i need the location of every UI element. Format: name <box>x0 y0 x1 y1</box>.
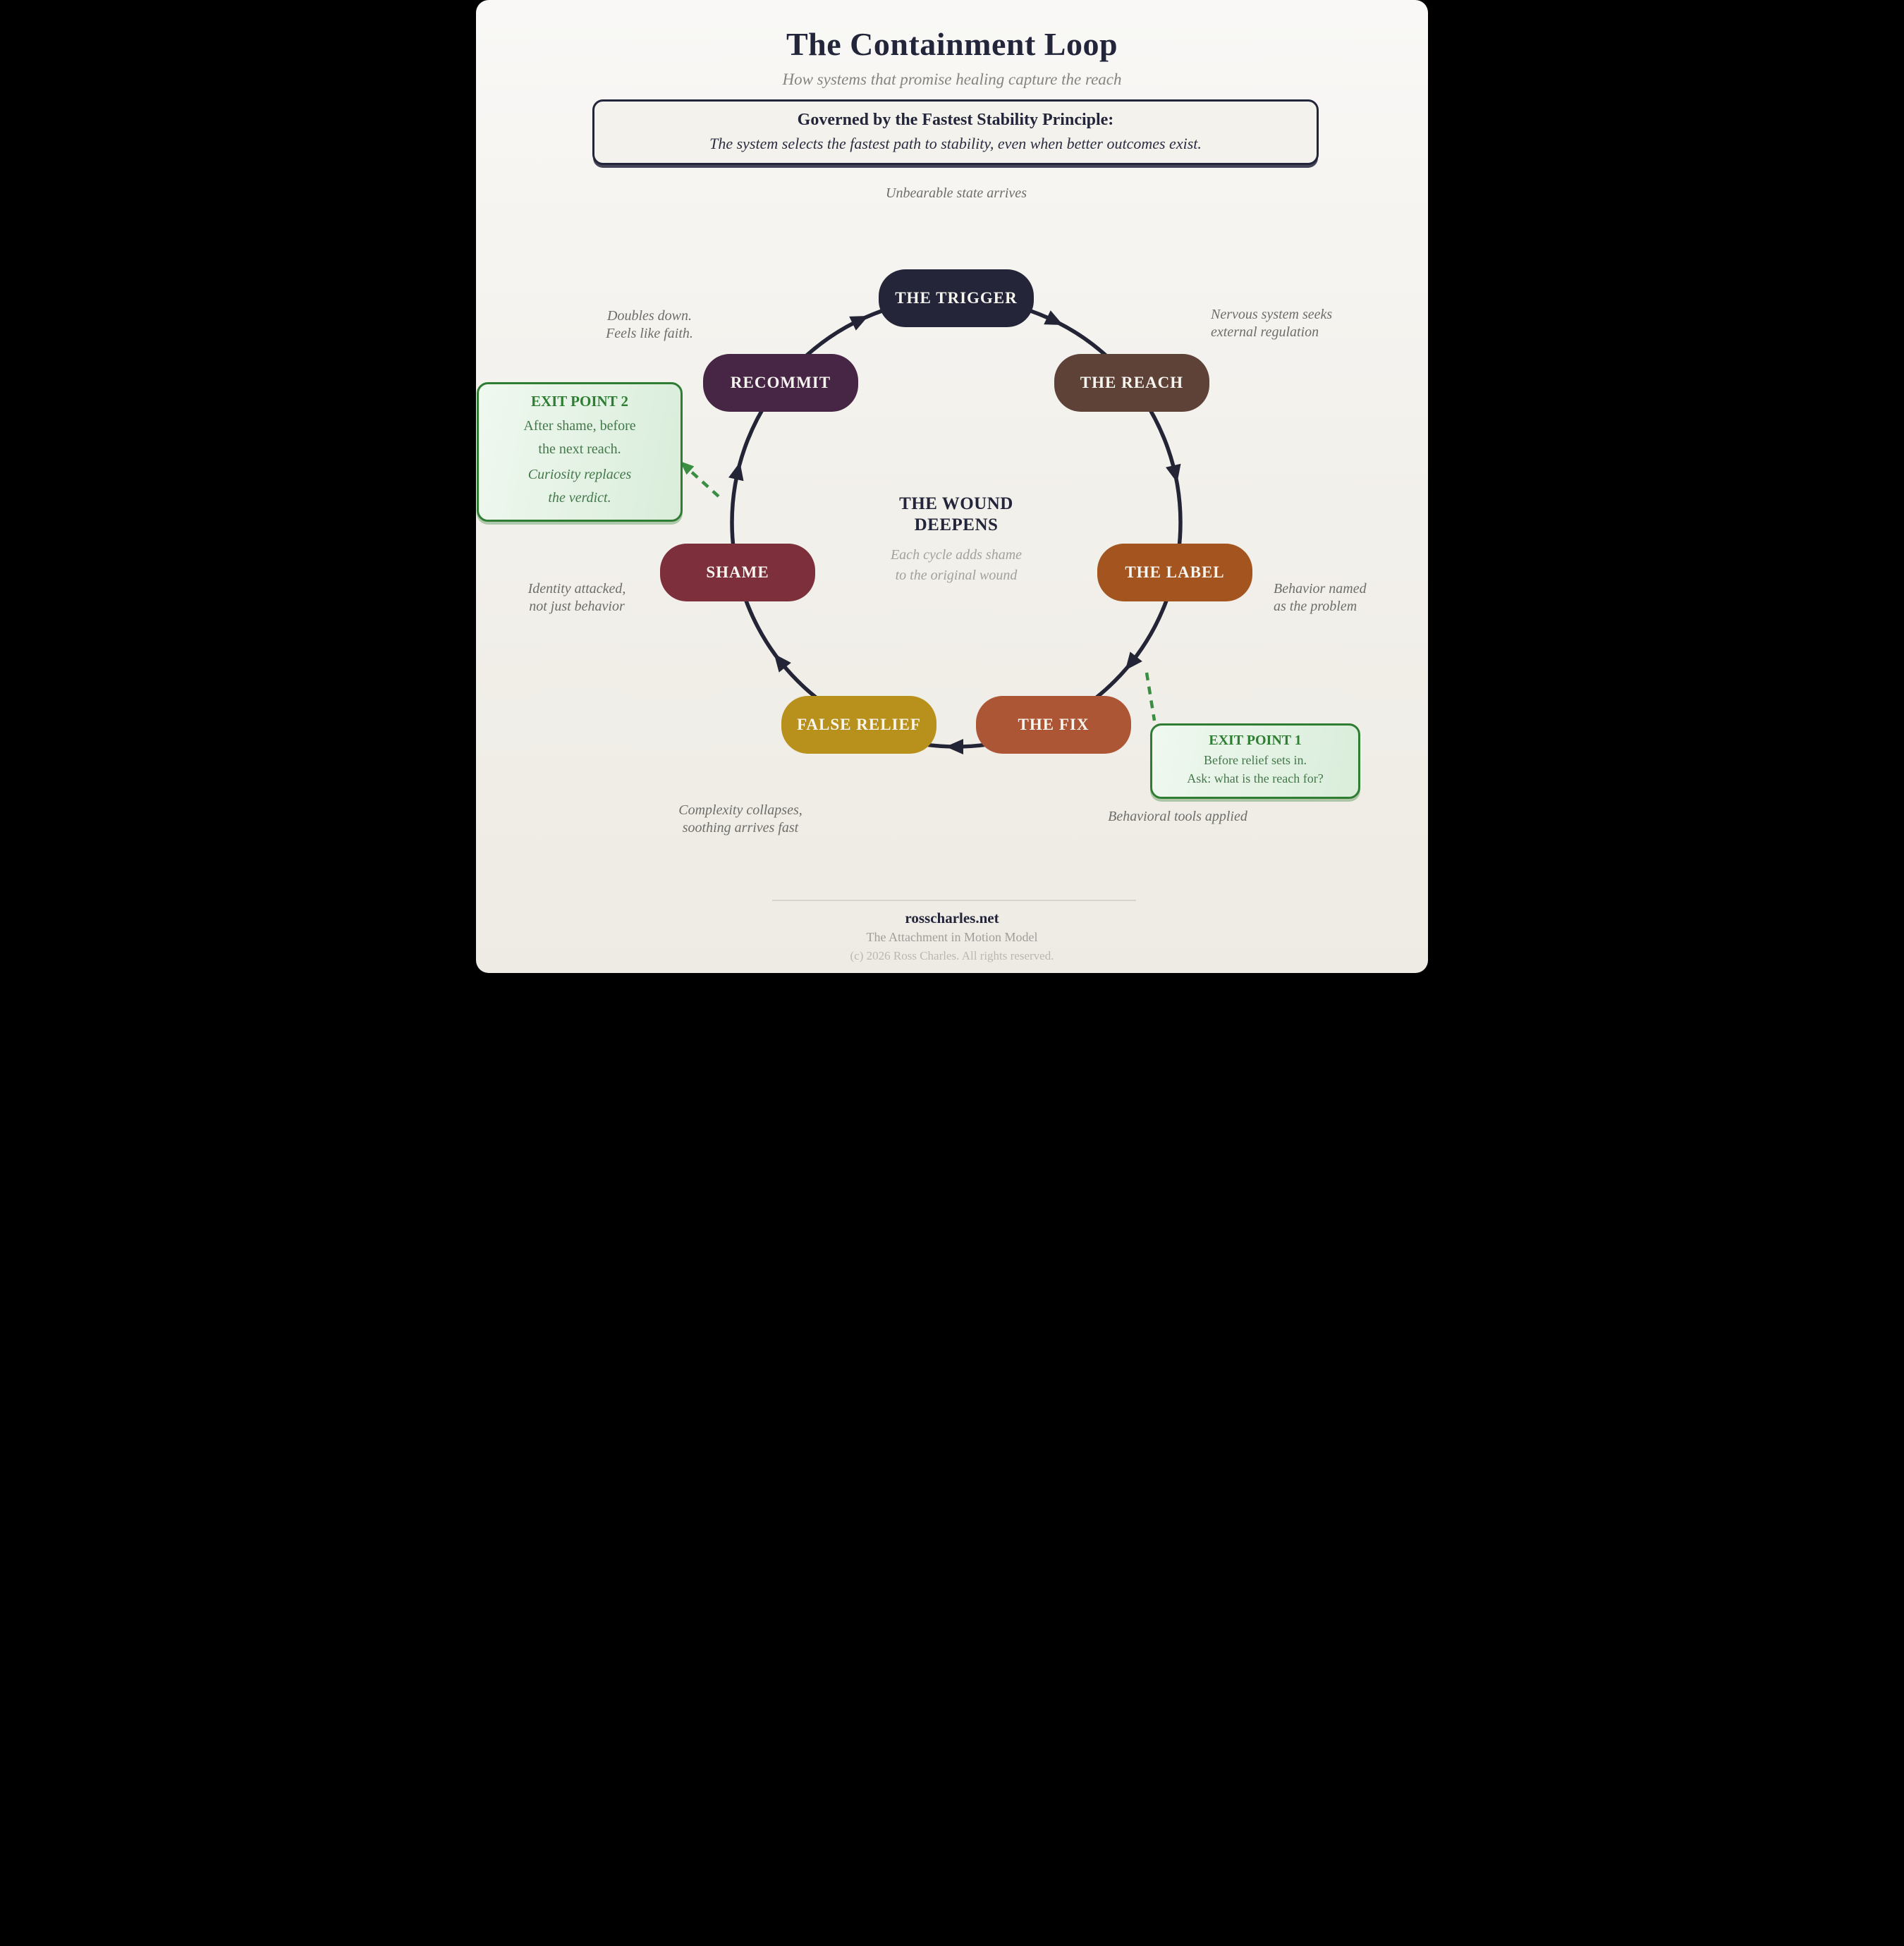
annotation-trigger: Unbearable state arrives <box>886 185 1027 201</box>
node-trigger: THE TRIGGER <box>879 269 1034 327</box>
node-label-label: THE LABEL <box>1125 563 1225 581</box>
exit-point-2-line1: After shame, before <box>523 418 636 434</box>
annotation-fix: Behavioral tools applied <box>1108 809 1247 824</box>
node-shame: SHAME <box>660 544 815 601</box>
node-recommit: RECOMMIT <box>703 354 858 412</box>
node-fix-label: THE FIX <box>1018 716 1090 733</box>
center-title-line1: THE WOUND <box>899 494 1013 513</box>
annotation-false-relief-line1: Complexity collapses, <box>678 802 803 818</box>
node-fix: THE FIX <box>976 696 1131 754</box>
arrow-reach-to-label <box>1166 463 1181 483</box>
annotation-label-line2: as the problem <box>1274 599 1357 614</box>
node-false-relief-label: FALSE RELIEF <box>797 716 921 733</box>
exit-point-1-title: EXIT POINT 1 <box>1209 733 1302 748</box>
annotation-recommit-line1: Doubles down. <box>607 308 692 324</box>
node-label: THE LABEL <box>1097 544 1252 601</box>
footer-site: rosscharles.net <box>905 910 999 926</box>
node-reach: THE REACH <box>1054 354 1209 412</box>
arrow-false-relief-to-shame <box>774 654 791 673</box>
exit-point-2-title: EXIT POINT 2 <box>530 393 629 410</box>
arrow-recommit-to-trigger <box>849 315 869 331</box>
exit-point-1-line2: Ask: what is the reach for? <box>1187 771 1324 785</box>
annotation-reach-line2: external regulation <box>1211 324 1319 340</box>
exit-point-2-box: EXIT POINT 2 After shame, before the nex… <box>477 382 683 522</box>
footer-model: The Attachment in Motion Model <box>866 930 1038 944</box>
annotation-label-line1: Behavior named <box>1274 581 1367 596</box>
annotation-false-relief: Complexity collapses, soothing arrives f… <box>635 802 846 837</box>
page-subtitle: How systems that promise healing capture… <box>782 71 1122 88</box>
arrow-label-to-fix <box>1125 651 1142 671</box>
exit1-dashed-line <box>1145 672 1157 721</box>
annotation-shame-line2: not just behavior <box>529 599 625 614</box>
node-false-relief: FALSE RELIEF <box>781 696 936 754</box>
footer-divider <box>772 900 1136 901</box>
center-title: THE WOUND DEEPENS <box>815 494 1097 536</box>
center-subtitle: Each cycle adds shame to the original wo… <box>815 545 1097 586</box>
annotation-recommit-line2: Feels like faith. <box>606 326 693 341</box>
principle-box: Governed by the Fastest Stability Princi… <box>592 99 1319 165</box>
arrow-shame-to-recommit <box>728 462 744 482</box>
node-trigger-label: THE TRIGGER <box>895 289 1018 307</box>
exit-point-2-line2: the next reach. <box>538 441 621 457</box>
exit-point-2-italic2: the verdict. <box>548 490 611 506</box>
annotation-reach-line1: Nervous system seeks <box>1211 307 1333 322</box>
annotation-shame-line1: Identity attacked, <box>527 581 626 596</box>
principle-title: Governed by the Fastest Stability Princi… <box>797 111 1114 129</box>
exit2-arrowhead <box>680 460 695 475</box>
node-reach-label: THE REACH <box>1080 374 1184 391</box>
annotation-false-relief-line2: soothing arrives fast <box>682 820 799 836</box>
annotation-reach: Nervous system seeks external regulation <box>1211 306 1332 341</box>
exit-point-2-italic1: Curiosity replaces <box>527 467 632 482</box>
arrow-fix-to-false-relief <box>946 739 963 754</box>
infographic-page: The Containment Loop How systems that pr… <box>476 0 1428 973</box>
node-recommit-label: RECOMMIT <box>730 374 831 391</box>
center-subtitle-line1: Each cycle adds shame <box>890 547 1023 563</box>
principle-body: The system selects the fastest path to s… <box>709 135 1202 152</box>
exit2-dashed-line <box>688 469 720 498</box>
loop-arrowheads <box>728 310 1181 754</box>
loop-diagram <box>680 296 1183 754</box>
page-title: The Containment Loop <box>786 26 1118 62</box>
center-title-line2: DEEPENS <box>914 515 999 534</box>
center-label: THE WOUND DEEPENS Each cycle adds shame … <box>815 494 1097 586</box>
node-shame-label: SHAME <box>706 563 769 581</box>
footer-copyright: (c) 2026 Ross Charles. All rights reserv… <box>850 949 1054 962</box>
annotation-recommit: Doubles down. Feels like faith. <box>544 307 755 343</box>
exit-point-1-box: EXIT POINT 1 Before relief sets in. Ask:… <box>1150 723 1360 799</box>
arrow-trigger-to-reach <box>1044 310 1063 326</box>
exit-point-1-line1: Before relief sets in. <box>1204 753 1307 767</box>
annotation-label: Behavior named as the problem <box>1274 580 1367 616</box>
center-subtitle-line2: to the original wound <box>895 568 1018 583</box>
annotation-shame: Identity attacked, not just behavior <box>476 580 678 616</box>
